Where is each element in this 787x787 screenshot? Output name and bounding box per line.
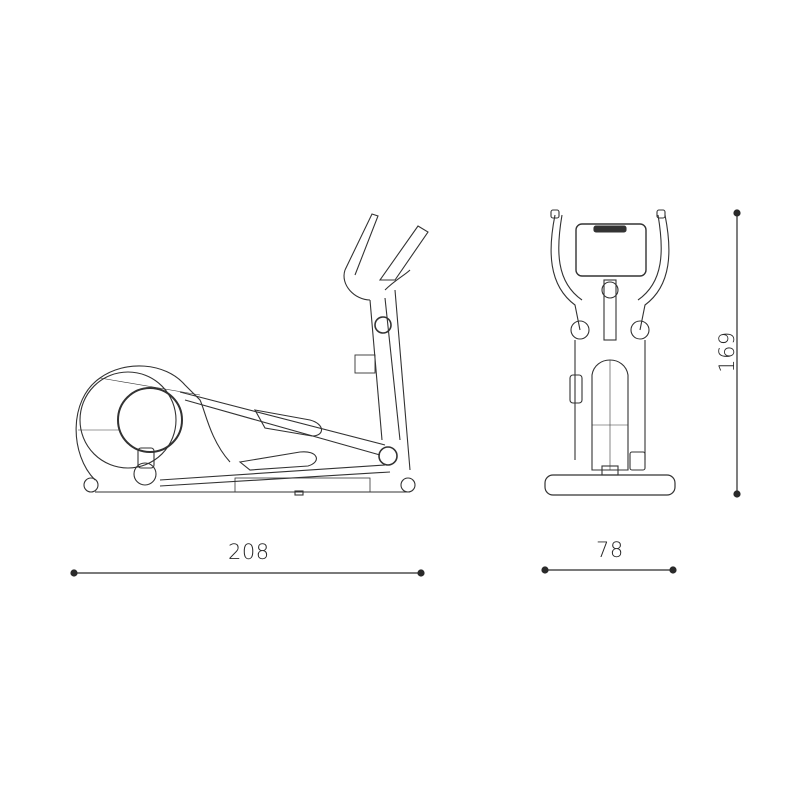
front-view bbox=[544, 209, 676, 496]
height-dimension-label: 169 bbox=[714, 331, 739, 373]
dimension-lines bbox=[70, 209, 741, 577]
length-dimension-label: 208 bbox=[228, 540, 270, 564]
width-dimension-label: 78 bbox=[596, 538, 624, 562]
side-view bbox=[75, 213, 429, 496]
